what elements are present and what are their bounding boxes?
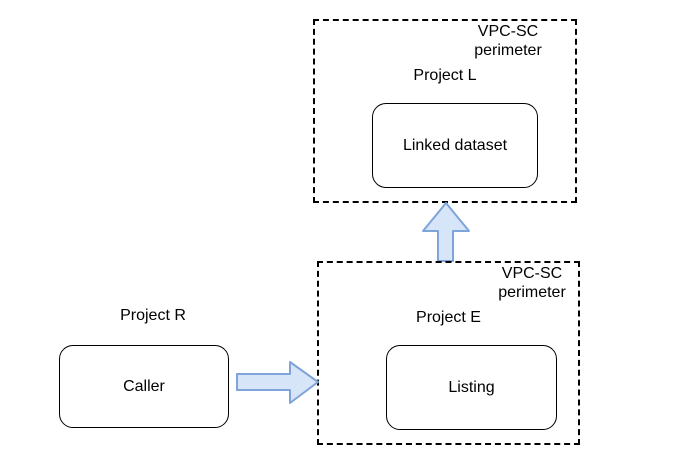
caller-to-listing-arrow: [236, 361, 319, 404]
perimeter-box-project-l: VPC-SC perimeter Project L Linked datase…: [313, 19, 577, 203]
up-arrow-icon: [422, 202, 470, 262]
listing-to-linked-dataset-arrow: [422, 202, 470, 262]
project-r-label: Project R: [120, 307, 186, 324]
caller-node: Caller: [59, 345, 229, 428]
caller-node-label: Caller: [123, 377, 165, 395]
perimeter-label-bottom: VPC-SC perimeter: [498, 265, 566, 301]
linked-dataset-node: Linked dataset: [372, 103, 538, 188]
perimeter-box-project-e: VPC-SC perimeter Project E Listing: [317, 261, 580, 445]
listing-node-label: Listing: [448, 378, 495, 396]
listing-node: Listing: [386, 345, 557, 430]
right-arrow-icon: [236, 361, 319, 404]
project-e-label: Project E: [416, 309, 481, 326]
linked-dataset-node-label: Linked dataset: [402, 136, 508, 154]
project-l-label: Project L: [413, 67, 477, 84]
perimeter-label-top: VPC-SC perimeter: [474, 23, 542, 59]
